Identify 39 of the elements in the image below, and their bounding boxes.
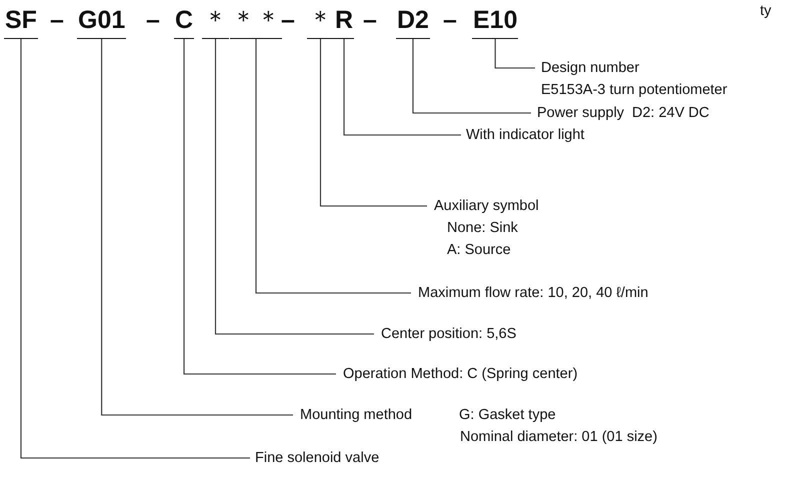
leader-line [20,39,250,459]
separator-dash: – [50,6,64,34]
description-text: Auxiliary symbol [434,197,539,215]
description-text: D2: 24V DC [632,104,710,122]
separator-dash: – [146,6,160,34]
leader-line [183,39,336,375]
description-text: Mounting method [300,406,412,424]
description-text: Power supply [537,104,624,122]
description-text: None: Sink [447,219,518,237]
leader-line [214,39,374,335]
description-text: Center position: 5,6S [381,325,516,343]
description-text: G: Gasket type [459,406,556,424]
code-segment: G01 [77,6,126,39]
leader-line [412,39,531,114]
description-text: Operation Method: C (Spring center) [343,365,578,383]
code-segment: ＊ [307,6,334,39]
code-segment: ＊＊ [230,6,282,39]
separator-dash: – [281,6,295,34]
code-segment: E10 [472,6,518,39]
note-text: ty [760,2,772,20]
code-segment: D2 [396,6,430,39]
description-text: E5153A-3 turn potentiometer [541,81,728,99]
description-text: Maximum flow rate: 10, 20, 40 ℓ/min [418,284,648,302]
description-text: Nominal diameter: 01 (01 size) [460,428,658,446]
leader-line [320,39,427,207]
code-segment: C [174,6,194,39]
leader-line [101,39,293,416]
leader-line [494,39,535,69]
description-text: A: Source [447,241,511,259]
description-text: Fine solenoid valve [255,449,380,467]
separator-dash: – [363,6,377,34]
separator-dash: – [443,6,457,34]
leader-line [255,39,411,294]
description-text: With indicator light [466,126,584,144]
description-text: Design number [541,59,640,77]
code-segment: SF [4,6,38,39]
code-segment: ＊ [202,6,229,39]
code-segment: R [334,6,354,39]
leader-line [343,39,461,136]
